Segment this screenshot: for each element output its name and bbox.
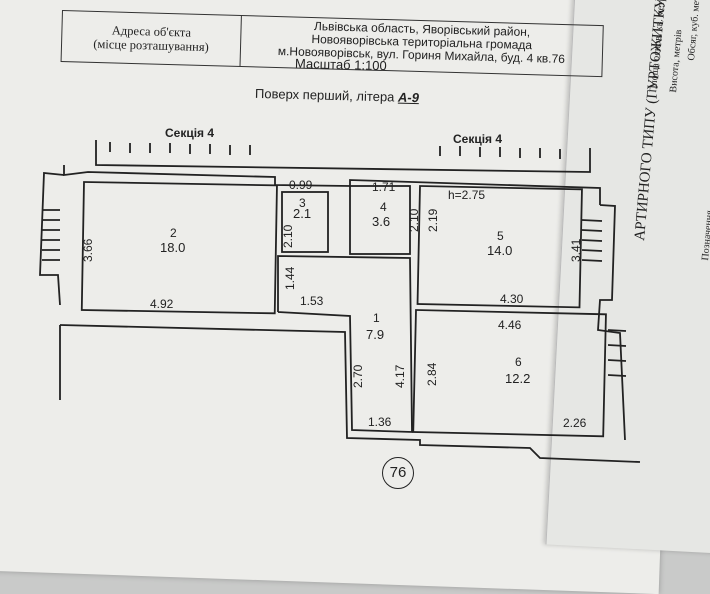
room-3-area: 2.1: [293, 206, 311, 221]
dim-2-26: 2.26: [563, 416, 587, 430]
section-label-right: Секція 4: [453, 132, 502, 146]
floor-plan: Секція 4 Секція 4 h=2.75 2 18.0 3 2.1 4 …: [39, 126, 641, 463]
room-4-area: 3.6: [372, 214, 390, 229]
dim-4-17: 4.17: [393, 364, 407, 388]
dim-2-84: 2.84: [425, 362, 439, 386]
dim-1-71: 1.71: [372, 180, 396, 194]
room-2-number: 2: [170, 226, 177, 240]
room-5-outline: [416, 185, 583, 309]
room-3-number: 3: [299, 196, 306, 210]
room-6-area: 12.2: [505, 371, 530, 386]
window-room6: [607, 329, 627, 377]
dim-1-44: 1.44: [283, 266, 297, 290]
dim-4-46: 4.46: [498, 318, 522, 332]
room-6-outline: [412, 309, 607, 438]
outer-wall-left: [39, 172, 65, 306]
dim-1-53: 1.53: [300, 294, 324, 308]
dim-4-92: 4.92: [150, 297, 174, 311]
dim-3-41: 3.41: [569, 238, 583, 262]
height-note: h=2.75: [448, 188, 485, 202]
dim-3-66: 3.66: [81, 238, 95, 262]
corridor-wall: [59, 324, 641, 463]
room-1-number: 1: [373, 311, 380, 325]
room-2-outline: [80, 181, 278, 315]
dim-2-10-a: 2.10: [281, 224, 295, 248]
dim-0-99: 0.99: [289, 178, 313, 192]
room-1-area: 7.9: [366, 327, 384, 342]
dim-2-70: 2.70: [351, 364, 365, 388]
section-label-left: Секція 4: [165, 126, 214, 140]
section-band: [95, 140, 591, 173]
apartment-number-circle: 76: [382, 457, 414, 489]
window-right: [581, 219, 603, 262]
room-3-outline: [281, 191, 329, 253]
outer-wall-right: [597, 204, 626, 441]
room-5-number: 5: [497, 229, 504, 243]
window-left: [42, 209, 60, 261]
section-ticks: [109, 142, 561, 159]
room-4-number: 4: [380, 200, 387, 214]
dim-2-19: 2.19: [426, 208, 440, 232]
room-1-outline: [277, 255, 413, 433]
dim-1-36: 1.36: [368, 415, 392, 429]
dim-2-10-b: 2.10: [407, 208, 421, 232]
room-4-outline: [349, 185, 411, 255]
room-5-area: 14.0: [487, 243, 512, 258]
dim-4-30: 4.30: [500, 292, 524, 306]
room-2-area: 18.0: [160, 240, 185, 255]
room-6-number: 6: [515, 355, 522, 369]
